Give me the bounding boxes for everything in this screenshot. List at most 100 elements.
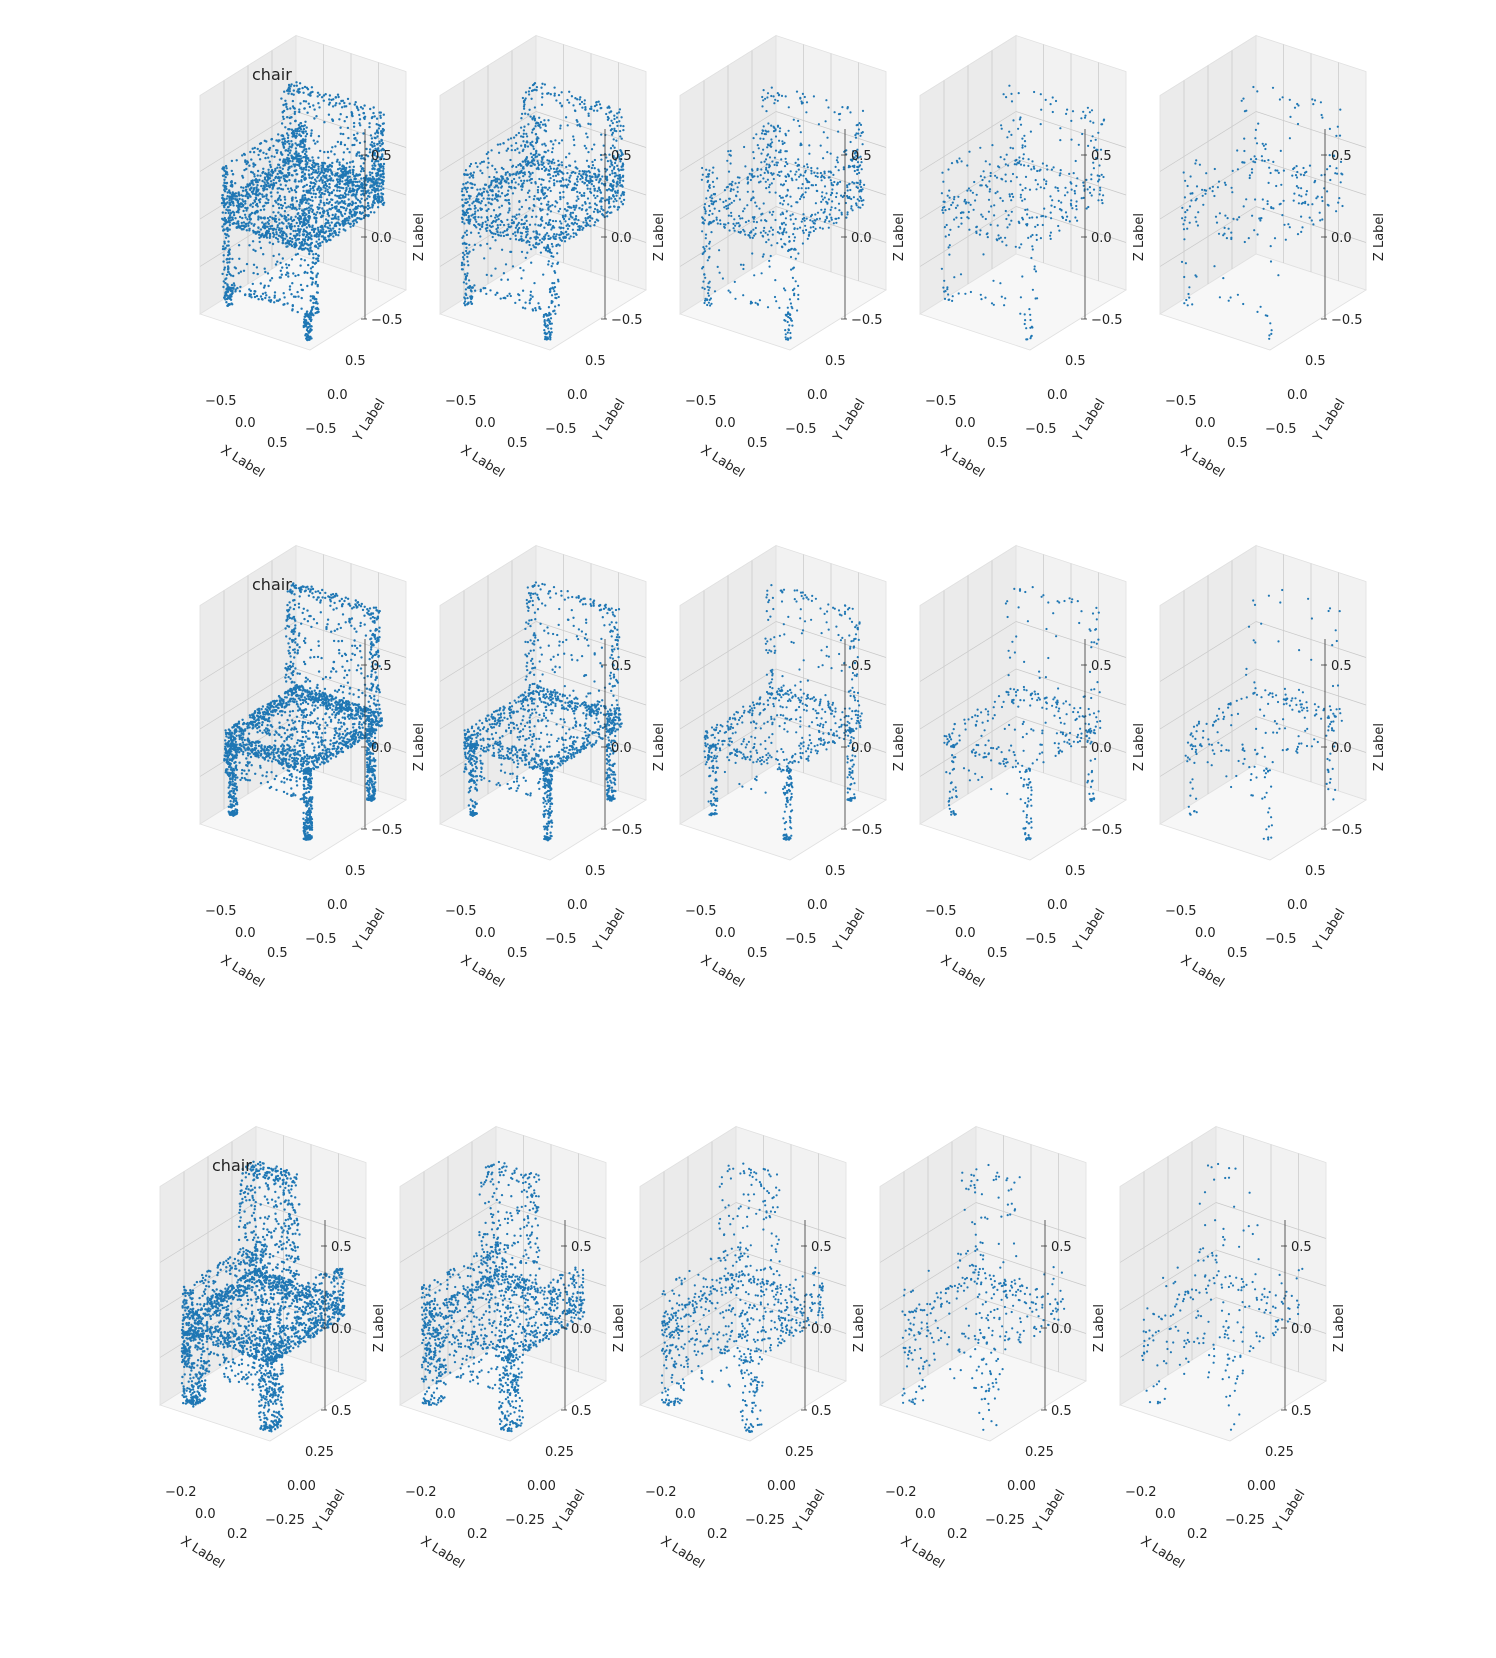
data-point <box>814 227 817 230</box>
data-point <box>289 149 292 152</box>
data-point <box>281 204 284 207</box>
data-point <box>224 211 227 215</box>
data-point <box>225 167 228 170</box>
data-point <box>316 257 320 260</box>
data-point <box>744 165 747 168</box>
data-point <box>358 122 361 125</box>
data-point <box>572 104 575 107</box>
data-point <box>559 196 562 199</box>
data-point <box>811 184 815 187</box>
data-point <box>292 93 295 96</box>
data-point <box>249 293 253 296</box>
data-point <box>291 237 294 241</box>
data-point <box>708 186 711 189</box>
data-point <box>489 214 493 218</box>
data-point <box>520 164 523 167</box>
data-point <box>766 146 769 149</box>
data-point <box>835 195 838 199</box>
data-point <box>224 236 228 239</box>
data-point <box>297 180 301 183</box>
data-point <box>222 280 225 283</box>
data-point <box>781 140 784 143</box>
data-point <box>262 167 265 170</box>
data-point <box>701 173 704 176</box>
data-point <box>303 322 307 325</box>
data-point <box>300 258 303 261</box>
data-point <box>708 204 711 208</box>
z-tick-label: 0.5 <box>371 149 392 164</box>
data-point <box>338 228 341 231</box>
data-point <box>273 155 276 158</box>
data-point <box>304 216 307 220</box>
data-point <box>702 280 705 283</box>
data-point <box>823 210 826 213</box>
data-point <box>489 247 492 250</box>
data-point <box>352 168 355 172</box>
data-point <box>285 263 288 266</box>
data-point <box>497 190 500 193</box>
data-point <box>382 187 385 190</box>
data-point <box>266 217 270 220</box>
data-point <box>377 169 381 173</box>
data-point <box>584 202 587 205</box>
data-point <box>562 232 565 235</box>
data-point <box>480 160 484 164</box>
data-point <box>710 200 713 203</box>
data-point <box>496 226 500 229</box>
data-point <box>611 179 615 183</box>
data-point <box>295 84 298 87</box>
data-point <box>351 182 354 186</box>
data-point <box>583 144 586 148</box>
data-point <box>307 202 310 205</box>
data-point <box>297 212 300 215</box>
data-point <box>793 287 796 290</box>
data-point <box>322 201 325 205</box>
data-point <box>326 179 329 183</box>
data-point <box>299 264 302 267</box>
data-point <box>822 157 825 160</box>
data-point <box>342 151 346 154</box>
data-point <box>509 158 512 162</box>
data-point <box>774 279 777 282</box>
data-point <box>529 247 533 251</box>
data-point <box>857 206 860 209</box>
data-point <box>296 310 299 314</box>
data-point <box>479 235 482 238</box>
data-point <box>336 140 340 144</box>
data-point <box>760 213 763 216</box>
data-point <box>227 240 230 243</box>
data-point <box>757 181 761 184</box>
data-point <box>300 243 303 246</box>
data-point <box>269 279 272 282</box>
data-point <box>547 306 551 309</box>
data-point <box>547 200 550 203</box>
data-point <box>588 202 591 205</box>
data-point <box>235 204 239 207</box>
data-point <box>540 103 544 106</box>
data-point <box>287 218 290 221</box>
data-point <box>468 165 472 168</box>
data-point <box>334 184 337 188</box>
data-point <box>282 117 285 121</box>
data-point <box>284 149 287 152</box>
data-point <box>788 235 791 238</box>
data-point <box>469 300 472 303</box>
data-point <box>234 290 237 293</box>
data-point <box>295 200 299 203</box>
data-point <box>767 238 770 241</box>
data-point <box>316 176 319 179</box>
data-point <box>568 90 571 93</box>
data-point <box>559 180 563 183</box>
data-point <box>539 126 542 129</box>
data-point <box>278 179 281 183</box>
data-point <box>288 236 292 240</box>
data-point <box>496 291 499 295</box>
data-point <box>534 125 537 128</box>
data-point <box>522 174 525 178</box>
data-point <box>859 189 862 192</box>
data-point <box>765 187 768 190</box>
data-point <box>278 176 281 180</box>
data-point <box>317 230 320 233</box>
data-point <box>829 193 833 197</box>
data-point <box>702 217 705 220</box>
